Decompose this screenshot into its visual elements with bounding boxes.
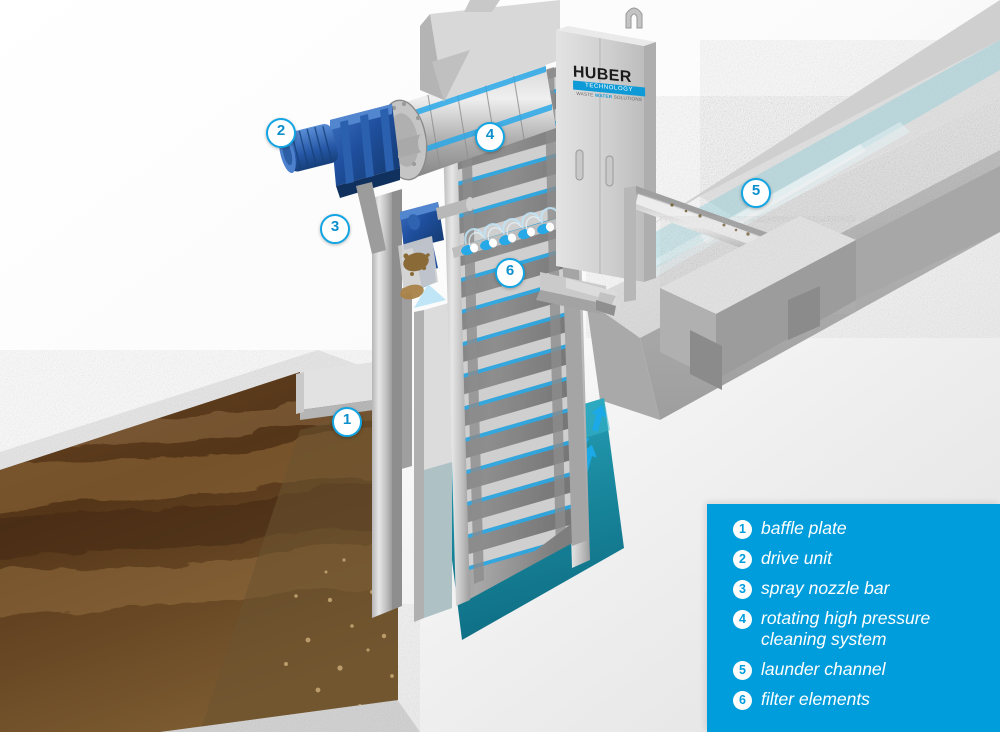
callout-6-filter-elements: 6 xyxy=(495,258,525,288)
dirty-water-surface xyxy=(0,372,398,732)
legend-label: rotating high pressure cleaning system xyxy=(761,608,931,649)
callout-3-spray-nozzle-bar: 3 xyxy=(320,214,350,244)
legend-number: 6 xyxy=(733,691,752,710)
legend-item: 3 spray nozzle bar xyxy=(733,578,1000,599)
callout-2-drive-unit: 2 xyxy=(266,118,296,148)
legend-label: filter elements xyxy=(761,689,870,709)
callout-4-hp-cleaning-system: 4 xyxy=(475,122,505,152)
machine-frame xyxy=(372,144,590,622)
legend-label: spray nozzle bar xyxy=(761,578,890,598)
concrete-platform-blocks xyxy=(660,166,1000,390)
callout-5-launder-channel: 5 xyxy=(741,178,771,208)
legend-number: 5 xyxy=(733,661,752,680)
legend-label: baffle plate xyxy=(761,518,847,538)
legend-number: 3 xyxy=(733,580,752,599)
legend-item: 2 drive unit xyxy=(733,548,1000,569)
legend-number: 1 xyxy=(733,520,752,539)
legend-list: 1 baffle plate 2 drive unit 3 spray nozz… xyxy=(707,504,1000,710)
lifting-lug xyxy=(625,7,643,29)
drive-unit xyxy=(279,104,426,254)
rotating-nozzle-heads xyxy=(461,207,559,256)
legend-item: 4 rotating high pressure cleaning system xyxy=(733,608,1000,650)
legend-item: 5 launder channel xyxy=(733,659,1000,680)
machine-hood xyxy=(420,0,560,102)
legend-item: 6 filter elements xyxy=(733,689,1000,710)
legend-label: drive unit xyxy=(761,548,833,568)
screened-debris xyxy=(403,252,430,276)
legend-item: 1 baffle plate xyxy=(733,518,1000,539)
hp-cleaning-system xyxy=(452,207,568,258)
spray-nozzle-bar xyxy=(398,197,474,308)
cabinet-handles xyxy=(575,149,614,187)
legend-label: launder channel xyxy=(761,659,886,679)
legend-number: 2 xyxy=(733,550,752,569)
legend-number: 4 xyxy=(733,610,752,629)
callout-1-baffle-plate: 1 xyxy=(332,407,362,437)
legend-panel: 1 baffle plate 2 drive unit 3 spray nozz… xyxy=(707,504,1000,732)
suspended-particles xyxy=(284,546,394,719)
wall-support-bracket xyxy=(566,278,616,316)
